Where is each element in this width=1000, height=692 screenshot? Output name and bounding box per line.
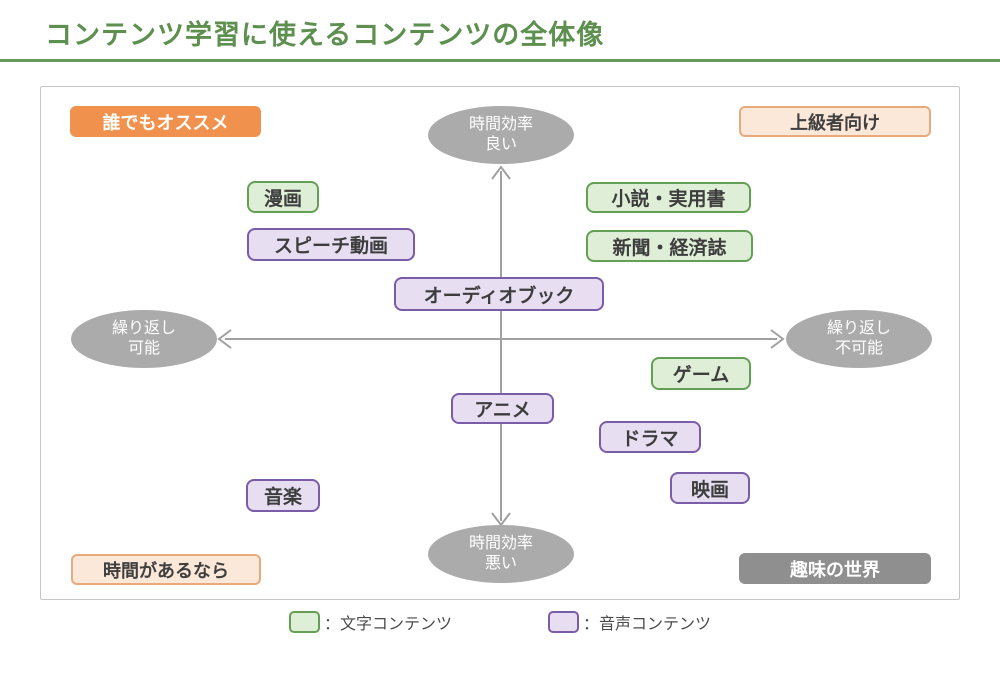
corner-badge-for-advanced-learners: 上級者向け — [739, 106, 931, 137]
content-item: アニメ — [451, 393, 554, 424]
content-item: ゲーム — [651, 357, 751, 390]
content-item: オーディオブック — [394, 277, 604, 311]
text-content-swatch — [288, 611, 320, 633]
content-item: スピーチ動画 — [247, 228, 415, 261]
title-underline — [0, 59, 1000, 62]
content-item: ドラマ — [599, 421, 701, 453]
axis-label-repeatable: 繰り返し 可能 — [71, 310, 217, 368]
legend-entry-audio-content: ：音声コンテンツ — [548, 610, 711, 634]
corner-badge-recommended-for-everyone: 誰でもオススメ — [70, 106, 261, 137]
content-item: 音楽 — [246, 479, 320, 512]
axis-label-time-efficient-good: 時間効率 良い — [428, 106, 574, 164]
legend-label-audio-content: ：音声コンテンツ — [583, 616, 712, 633]
page-title: コンテンツ学習に使えるコンテンツの全体像 — [45, 20, 605, 50]
content-item: 漫画 — [247, 181, 319, 213]
legend-entry-text-content: ：文字コンテンツ — [288, 610, 452, 634]
corner-badge-world-of-hobby: 趣味の世界 — [739, 553, 931, 584]
legend: ：文字コンテンツ ：音声コンテンツ — [0, 606, 1000, 638]
legend-label-text-content: ：文字コンテンツ — [323, 616, 452, 633]
quadrant-chart: 時間効率 良い 時間効率 悪い 繰り返し 可能 繰り返し 不可能 誰でもオススメ… — [40, 86, 960, 600]
content-item: 小説・実用書 — [586, 182, 751, 213]
axis-label-time-efficient-bad: 時間効率 悪い — [428, 525, 574, 583]
axis-label-not-repeatable: 繰り返し 不可能 — [786, 310, 932, 368]
audio-content-swatch — [548, 611, 579, 633]
content-item: 映画 — [670, 472, 750, 504]
axis-arrows — [217, 165, 785, 527]
corner-badge-if-you-have-time: 時間があるなら — [71, 554, 261, 585]
content-item: 新聞・経済誌 — [586, 230, 753, 262]
